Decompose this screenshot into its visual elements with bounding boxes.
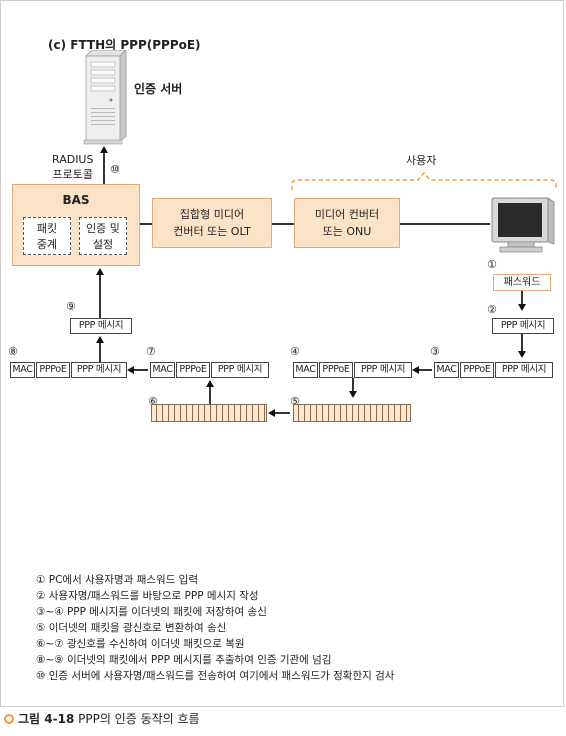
arrow-line-9-bas [99,274,101,318]
step-4: ④ [290,345,300,358]
arrow-line-6-7 [209,386,211,404]
radius-protocol-label: RADIUS 프로토콜 [52,152,93,182]
bas-relay-line2: 중계 [36,238,58,251]
onu-box: 미디어 컨버터 또는 ONU [294,198,400,248]
step-3: ③ [430,345,440,358]
radius-label-line2: 프로토콜 [52,168,93,181]
bas-auth-line1: 인증 및 [86,222,120,235]
step-7: ⑦ [146,345,156,358]
step-9: ⑨ [66,300,76,313]
ppp-message-9: PPP 메시지 [70,318,132,334]
figure-frame [0,0,564,707]
caption-text: PPP의 인증 동작의 흐름 [74,712,200,726]
bas-title: BAS [62,193,90,207]
step-2: ② [487,303,497,316]
arrow-line-3-4 [418,369,432,371]
step-8: ⑧ [8,345,18,358]
bas-packet-relay: 패킷 중계 [23,217,71,255]
arrow-left-icon [412,366,419,374]
step-1: ① [487,258,497,271]
mac-header-7: MAC [150,362,175,378]
link-bas-olt [140,223,152,225]
legend-item: ⑤ 이더넷의 패킷을 광신호로 변환하여 송신 [36,622,227,634]
pppoe-header-8: PPPoE [36,362,70,378]
step-10: ⑩ [110,163,120,176]
bas-box: BAS 패킷 중계 인증 및 설정 [12,184,140,266]
olt-box: 집합형 미디어 컨버터 또는 OLT [152,198,272,248]
step-legend: ① PC에서 사용자명과 패스워드 입력 ② 사용자명/패스워드를 바탕으로 P… [36,572,394,684]
mac-header-8: MAC [10,362,35,378]
legend-item: ③~④ PPP 메시지를 이더넷의 패킷에 저장하여 송신 [36,606,267,618]
legend-item: ⑥~⑦ 광신호를 수신하여 이더넷 패킷으로 복원 [36,638,245,650]
bas-relay-line1: 패킷 [36,222,58,235]
ppp-message-7: PPP 메시지 [211,362,269,378]
pc-monitor-icon [491,197,555,253]
arrow-left-icon [268,409,275,417]
onu-line2: 또는 ONU [322,225,372,238]
legend-item: ⑩ 인증 서버에 사용자명/패스워드를 전송하여 여기에서 패스워드가 정확한지… [36,670,395,682]
legend-item: ② 사용자명/패스워드를 바탕으로 PPP 메시지 작성 [36,590,259,602]
circle-bullet-icon [4,714,14,724]
arrow-line-7-8 [133,369,148,371]
pppoe-header-3: PPPoE [460,362,494,378]
arrow-line-8-9 [99,341,101,362]
olt-line1: 집합형 미디어 [179,208,245,221]
arrow-up-icon [206,380,214,387]
link-olt-onu [272,223,294,225]
pppoe-header-4: PPPoE [319,362,353,378]
mac-header-4: MAC [293,362,318,378]
arrow-down-icon [518,304,526,311]
user-bracket [291,171,557,190]
step-6: ⑥ [148,395,158,408]
ppp-message-user: PPP 메시지 [492,318,554,334]
arrow-left-icon [127,366,134,374]
link-onu-pc [400,223,490,225]
arrow-line-4-5 [352,378,354,392]
radius-label-line1: RADIUS [52,153,94,166]
password-box: 패스워드 [493,274,551,291]
optical-signal-5 [293,404,411,422]
auth-server-label: 인증 서버 [134,82,183,96]
step-5: ⑤ [290,395,300,408]
onu-line1: 미디어 컨버터 [314,208,380,221]
arrow-line-2-3 [521,334,523,352]
arrow-up-icon [96,336,104,343]
optical-signal-6 [151,404,267,422]
caption-label: 그림 4-18 [18,712,75,726]
arrow-down-icon [349,391,357,398]
figure-caption: 그림 4-18 PPP의 인증 동작의 흐름 [4,710,200,727]
legend-item: ① PC에서 사용자명과 패스워드 입력 [36,574,199,586]
diagram-title: (c) FTTH의 PPP(PPPoE) [48,38,201,52]
bas-auth-line2: 설정 [92,238,114,251]
ppp-message-3: PPP 메시지 [495,362,553,378]
arrow-line-5-6 [274,412,290,414]
legend-item: ⑧~⑨ 이더넷의 패킷에서 PPP 메시지를 추출하여 인증 기관에 넘김 [36,654,332,666]
pppoe-header-7: PPPoE [176,362,210,378]
bas-auth-setup: 인증 및 설정 [79,217,127,255]
mac-header-3: MAC [434,362,459,378]
arrow-up-icon [96,268,104,275]
arrow-down-icon [518,351,526,358]
ppp-message-8: PPP 메시지 [71,362,127,378]
arrow-line-1-2 [521,291,523,305]
ppp-message-4: PPP 메시지 [354,362,412,378]
user-label: 사용자 [406,154,437,167]
auth-server-icon [83,50,127,145]
olt-line2: 컨버터 또는 OLT [173,225,251,238]
radius-link-line [103,148,105,184]
arrow-up-icon [100,146,108,153]
